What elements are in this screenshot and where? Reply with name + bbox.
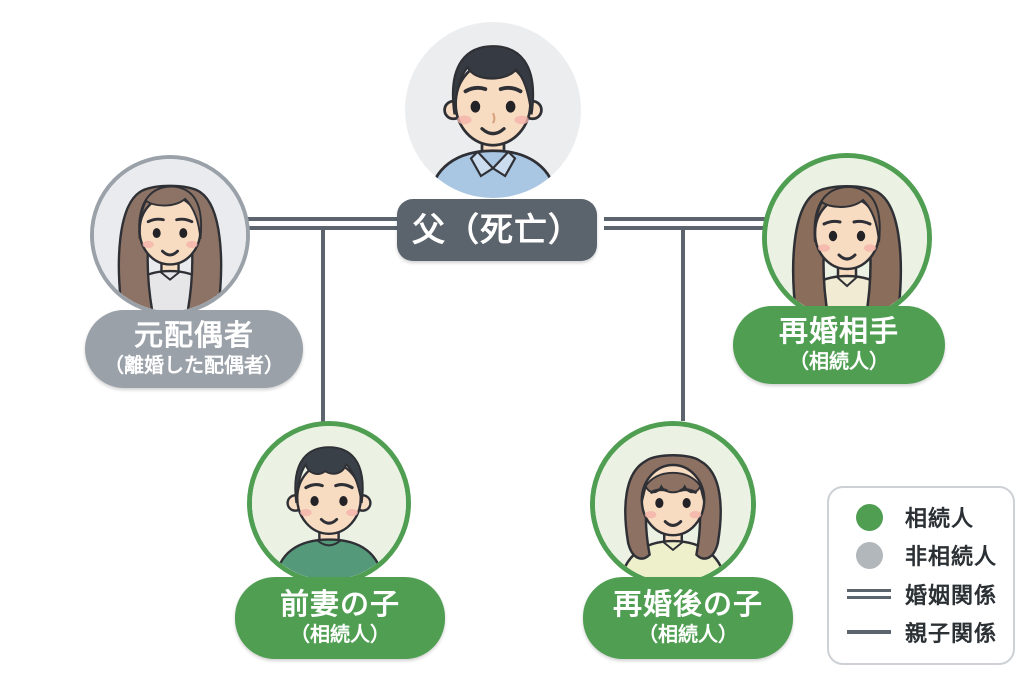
new-spouse-avatar [762, 153, 932, 323]
girl-portrait-icon [595, 426, 751, 582]
child-of-new-subtitle: （相続人） [638, 624, 738, 646]
father-avatar [405, 22, 581, 198]
legend-item-heir: 相続人 [829, 501, 1013, 533]
child-of-new-label: 再婚後の子 （相続人） [583, 577, 793, 659]
ex-spouse-avatar [90, 155, 250, 315]
single-line-icon [847, 629, 891, 634]
child-of-new-avatar [590, 421, 756, 587]
ex-spouse-label: 元配偶者 （離婚した配偶者） [85, 310, 303, 388]
parent-child-line-right [681, 228, 685, 421]
gray-circle-icon [855, 541, 883, 569]
legend-label-marriage: 婚姻関係 [905, 582, 998, 608]
child-of-ex-title: 前妻の子 [279, 589, 400, 621]
legend-item-non-heir: 非相続人 [829, 539, 1013, 571]
ex-spouse-title: 元配偶者 [133, 320, 254, 352]
child-of-ex-avatar [247, 421, 411, 585]
woman-long-hair-portrait-icon [94, 159, 246, 311]
double-line-icon [847, 588, 891, 599]
ex-spouse-subtitle: （離婚した配偶者） [104, 355, 284, 377]
legend-label-heir: 相続人 [905, 506, 975, 532]
child-of-new-title: 再婚後の子 [612, 589, 763, 621]
legend-label-parent-child: 親子関係 [905, 620, 998, 646]
man-portrait-icon [405, 22, 581, 198]
boy-portrait-icon [252, 426, 406, 580]
new-spouse-title: 再婚相手 [778, 316, 899, 348]
legend-item-marriage: 婚姻関係 [829, 578, 1013, 610]
woman-portrait-icon [767, 158, 927, 318]
father-label: 父（死亡） [397, 199, 597, 261]
new-spouse-label: 再婚相手 （相続人） [733, 306, 945, 384]
green-circle-icon [855, 503, 883, 531]
legend: 相続人 非相続人 婚姻関係 親子関係 [827, 486, 1015, 665]
child-of-ex-label: 前妻の子 （相続人） [235, 577, 445, 659]
marriage-line-right [604, 217, 766, 230]
child-of-ex-subtitle: （相続人） [290, 624, 390, 646]
legend-item-parent-child: 親子関係 [829, 616, 1013, 648]
father-label-text: 父（死亡） [412, 211, 582, 248]
parent-child-line-left [321, 228, 325, 424]
legend-label-non-heir: 非相続人 [905, 544, 998, 570]
new-spouse-subtitle: （相続人） [789, 351, 889, 373]
